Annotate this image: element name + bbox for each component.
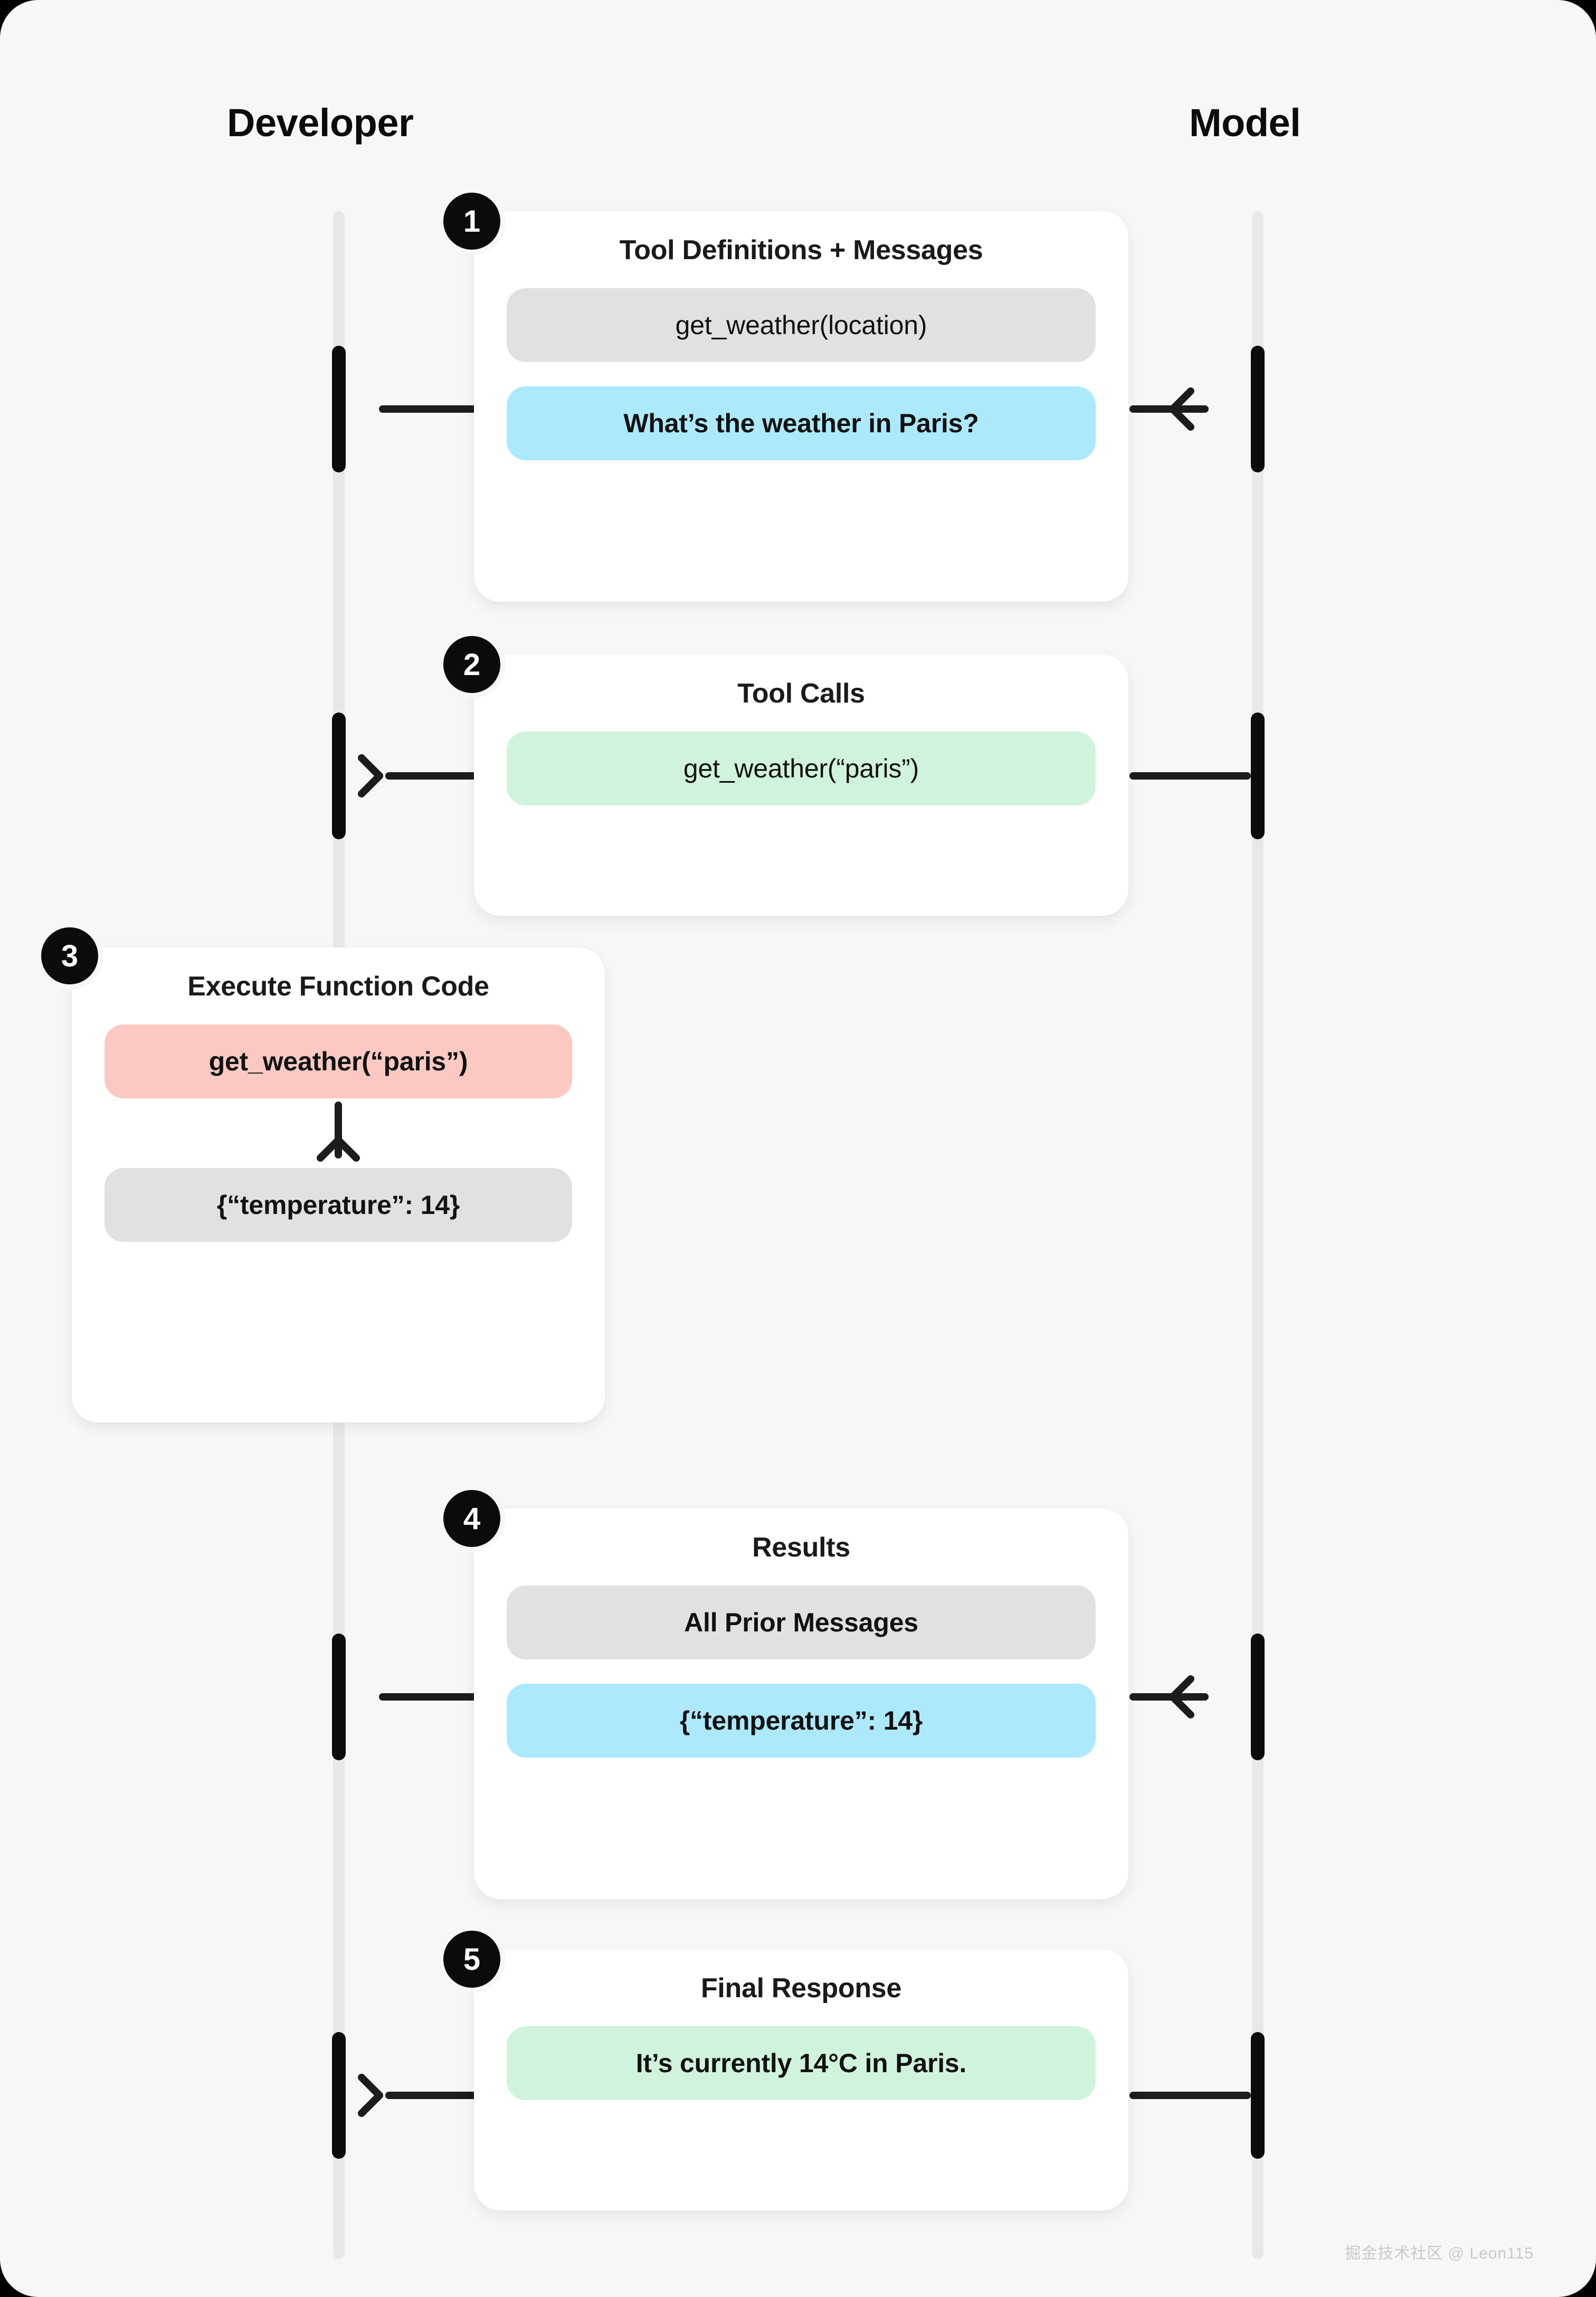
connector-line-step-5b [1129, 2092, 1251, 2099]
step-badge-1: 1 [443, 193, 500, 250]
step-card-4-title: Results [752, 1532, 850, 1563]
connector-line-step-2b [1129, 772, 1251, 780]
connector-line-step-4b [1129, 1693, 1209, 1701]
activation-bar-developer-2 [332, 713, 346, 839]
step-card-1: Tool Definitions + Messages get_weather(… [474, 211, 1128, 602]
step-card-5-pill-0: It’s currently 14°C in Paris. [507, 2026, 1096, 2100]
down-arrow-icon [104, 1098, 572, 1168]
activation-bar-model-5 [1251, 2032, 1265, 2159]
activation-bar-model-1 [1251, 346, 1265, 472]
step-card-3-pill-0: get_weather(“paris”) [104, 1024, 572, 1098]
step-card-2: Tool Calls get_weather(“paris”) [474, 654, 1128, 916]
connector-line-step-4 [379, 1693, 484, 1701]
step-card-3: Execute Function Code get_weather(“paris… [72, 947, 605, 1422]
step-card-2-title: Tool Calls [737, 678, 865, 709]
step-badge-5: 5 [443, 1931, 500, 1988]
step-card-1-pill-0: get_weather(location) [507, 288, 1096, 362]
activation-bar-model-4 [1251, 1634, 1265, 1760]
step-card-1-pill-1: What’s the weather in Paris? [507, 386, 1096, 460]
step-badge-3: 3 [41, 927, 98, 984]
connector-line-step-1b [1129, 405, 1209, 413]
step-card-3-title: Execute Function Code [187, 971, 489, 1002]
activation-bar-developer-4 [332, 1634, 346, 1760]
activation-bar-developer-5 [332, 2032, 346, 2159]
actor-label-model: Model [1189, 101, 1301, 145]
activation-bar-model-2 [1251, 713, 1265, 839]
connector-line-step-2 [385, 772, 487, 780]
step-card-2-pill-0: get_weather(“paris”) [507, 732, 1096, 805]
connector-line-step-5 [385, 2092, 487, 2099]
step-card-5-title: Final Response [700, 1973, 902, 2004]
lifeline-model [1252, 211, 1264, 2259]
activation-bar-developer-1 [332, 346, 346, 472]
step-card-4-pill-0: All Prior Messages [507, 1586, 1096, 1659]
step-card-1-title: Tool Definitions + Messages [619, 235, 983, 265]
step-card-3-pill-1: {“temperature”: 14} [104, 1168, 572, 1242]
connector-line-step-1 [379, 405, 484, 413]
step-card-5: Final Response It’s currently 14°C in Pa… [474, 1949, 1128, 2210]
step-card-4: Results All Prior Messages {“temperature… [474, 1508, 1128, 1899]
step-card-4-pill-1: {“temperature”: 14} [507, 1684, 1096, 1758]
step-badge-2: 2 [443, 636, 500, 693]
step-badge-4: 4 [443, 1490, 500, 1547]
watermark: 掘金技术社区 @ Leon115 [1345, 2245, 1534, 2262]
actor-label-developer: Developer [227, 101, 414, 145]
